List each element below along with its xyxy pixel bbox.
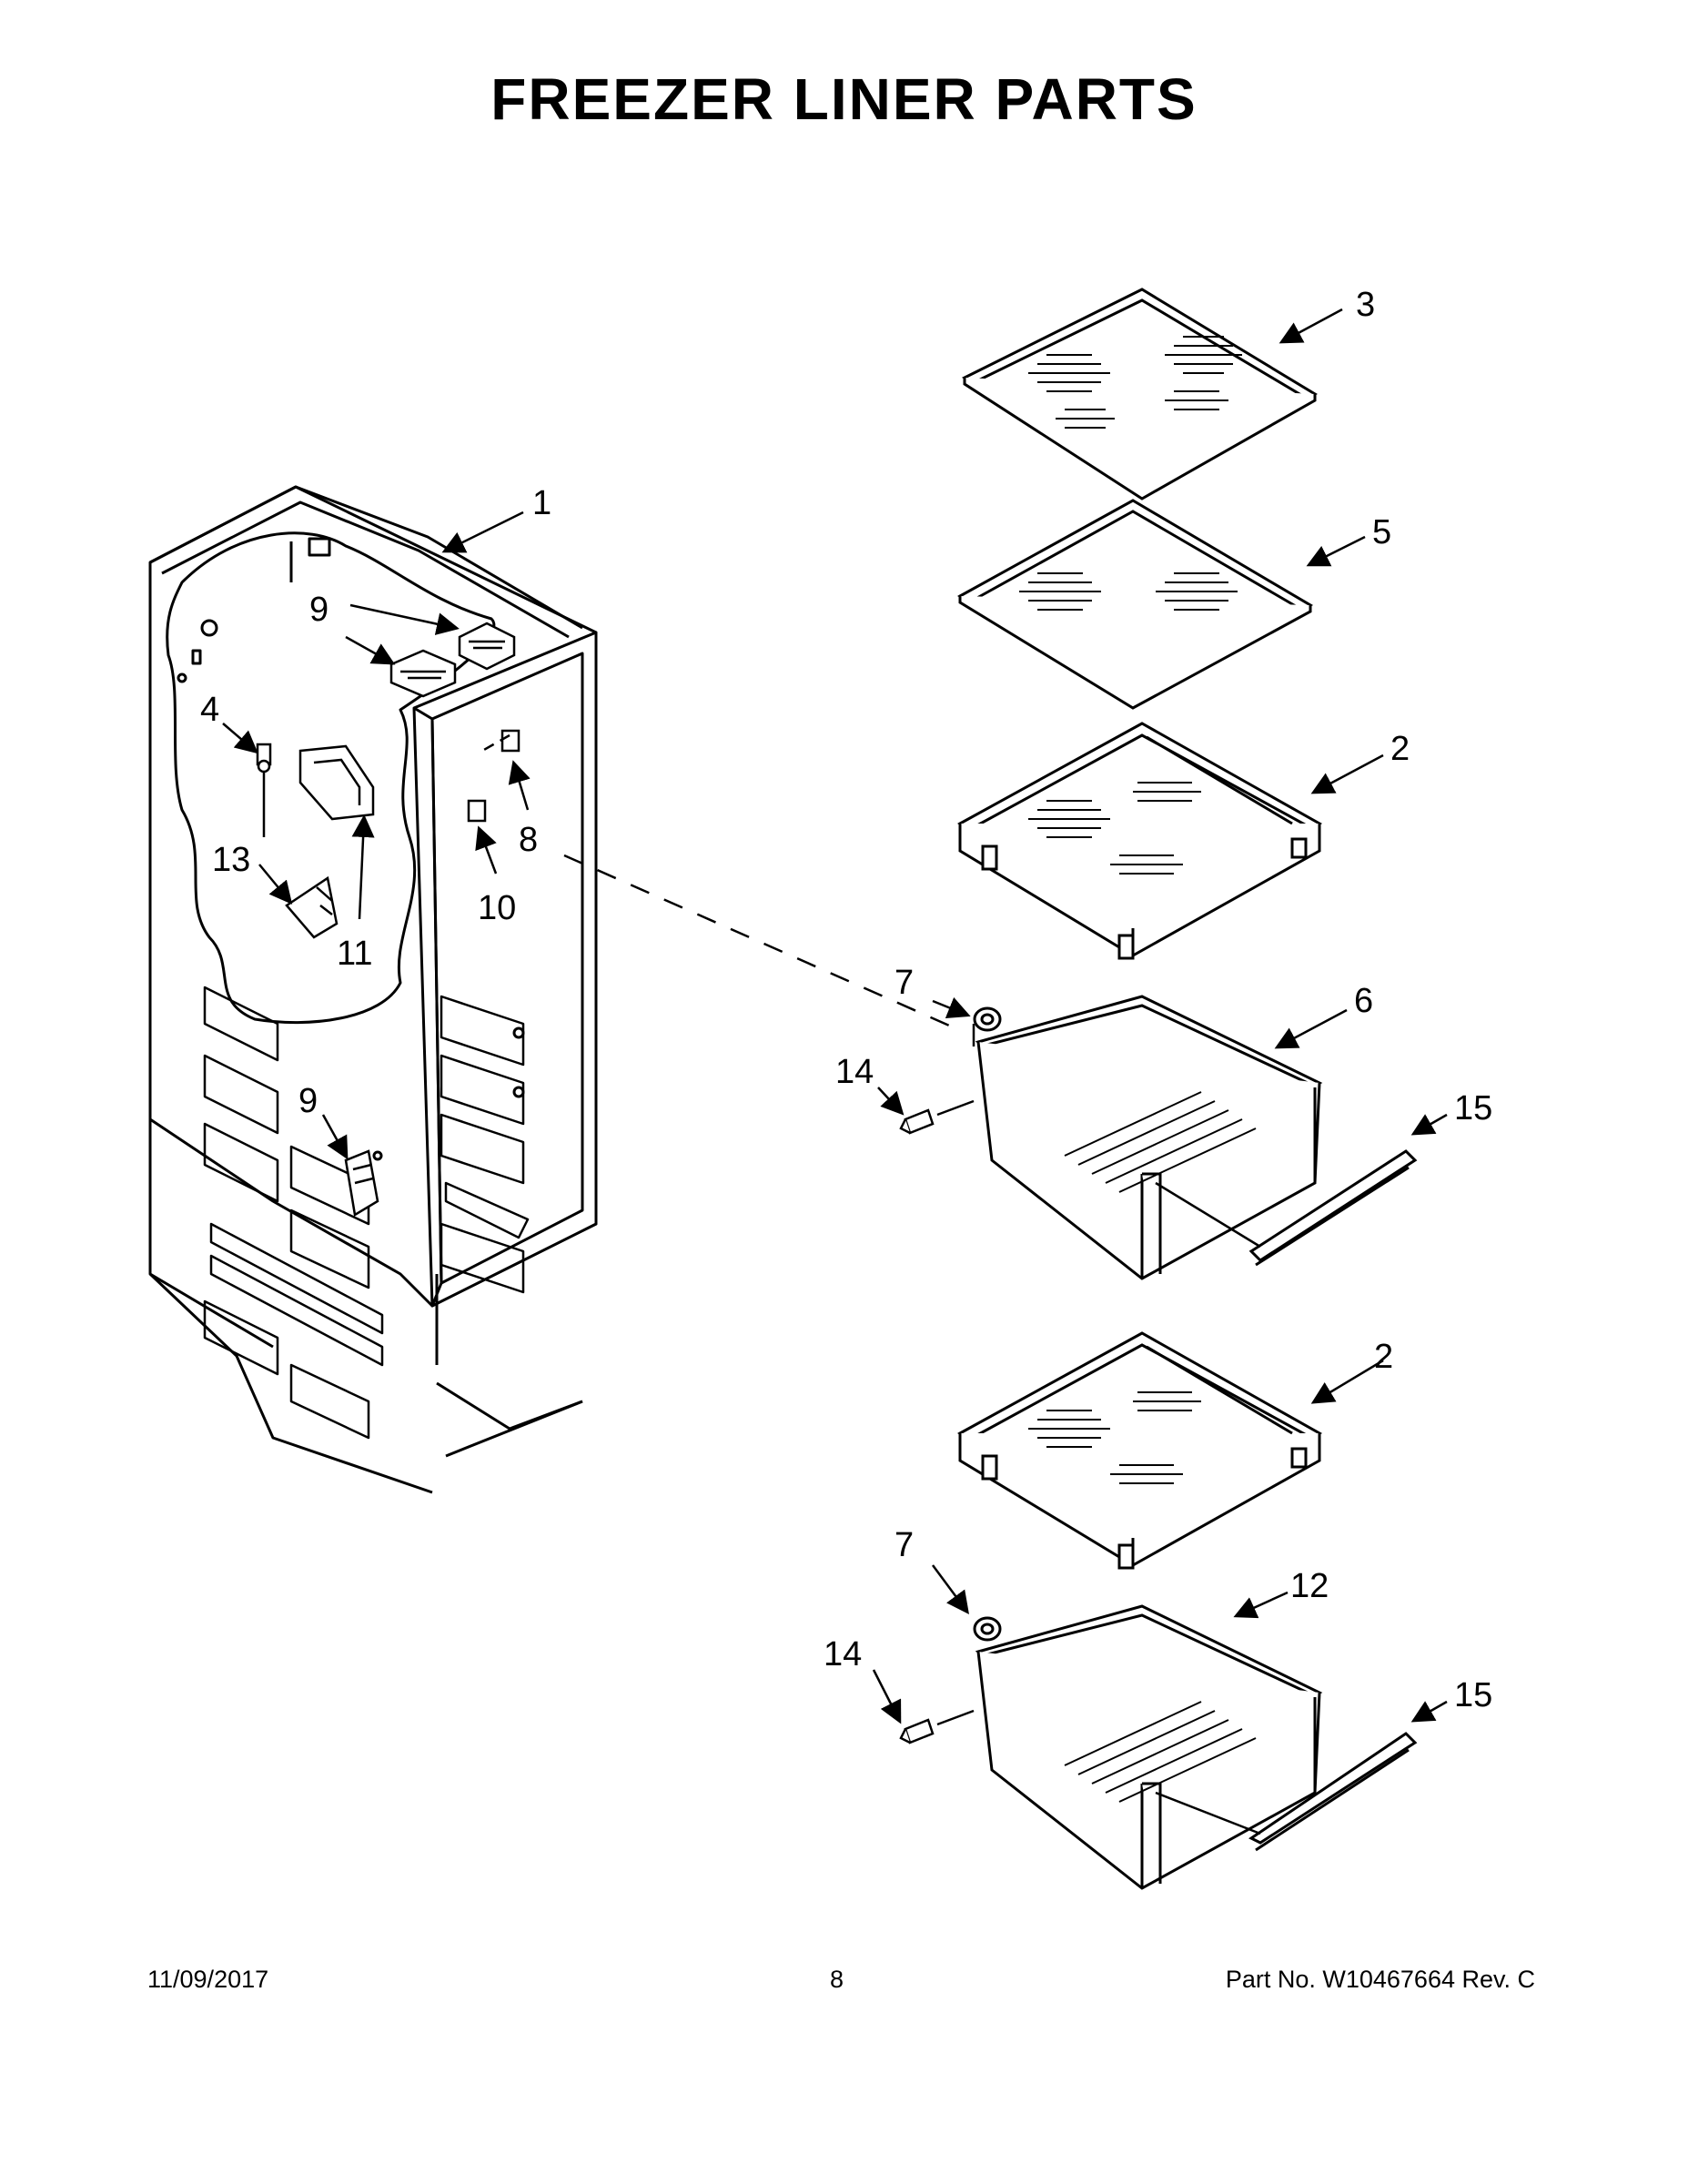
callout-9-lower: 9 [298, 1082, 318, 1120]
glass-shelf-5 [957, 499, 1314, 710]
drawer-12-lower [975, 1604, 1323, 1890]
glass-shelf-3 [961, 288, 1318, 500]
drawer-6-upper [975, 995, 1323, 1280]
callout-8: 8 [519, 821, 538, 859]
callout-labels: 1 3 5 2 2 6 12 15 15 7 7 14 14 9 9 4 13 … [200, 286, 1492, 1714]
callout-3: 3 [1356, 286, 1375, 324]
callout-4: 4 [200, 691, 219, 729]
leader-lines [222, 308, 1448, 1835]
page-title: FREEZER LINER PARTS [490, 66, 1198, 132]
callout-6: 6 [1354, 982, 1373, 1020]
callout-15-upper: 15 [1454, 1089, 1492, 1127]
roller-7 [973, 1006, 1002, 1642]
callout-1: 1 [532, 484, 551, 522]
callout-2-lower: 2 [1374, 1338, 1393, 1376]
screw-14 [899, 1108, 935, 1744]
callout-13: 13 [212, 841, 250, 879]
freezer-liner [148, 485, 598, 1494]
callout-9-upper: 9 [309, 591, 329, 629]
callout-14-upper: 14 [835, 1053, 874, 1091]
callout-2-upper: 2 [1390, 730, 1410, 768]
callout-5: 5 [1372, 513, 1391, 551]
footer-page-number: 8 [830, 1966, 844, 1993]
callout-7-upper: 7 [895, 964, 914, 1002]
callout-10: 10 [478, 889, 516, 927]
callout-15-lower: 15 [1454, 1676, 1492, 1714]
callout-7-lower: 7 [895, 1526, 914, 1564]
liner-components [256, 622, 521, 1218]
callout-12: 12 [1290, 1567, 1329, 1605]
callout-14-lower: 14 [824, 1635, 862, 1673]
footer-date: 11/09/2017 [147, 1966, 269, 1993]
callout-11: 11 [337, 935, 372, 973]
trim-15 [1248, 1149, 1418, 1852]
framed-shelf-2-lower [957, 1331, 1323, 1570]
footer-part-number: Part No. W10467664 Rev. C [1225, 1966, 1535, 1993]
framed-shelf-2-upper [957, 722, 1323, 960]
